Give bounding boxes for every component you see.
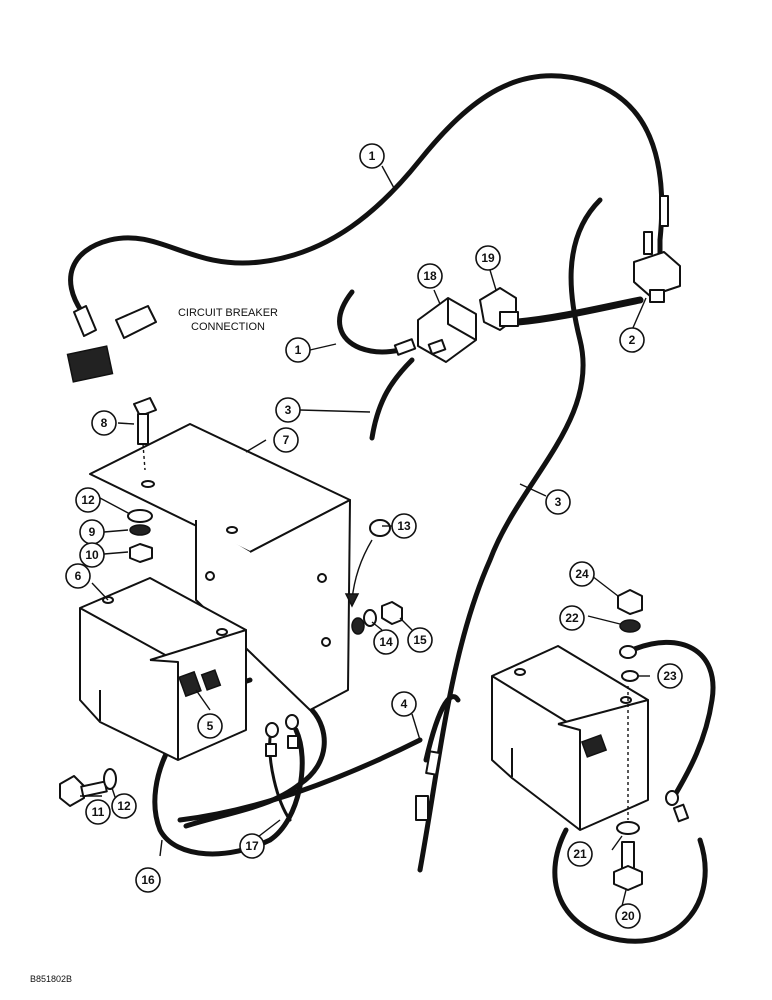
solenoid-right	[491, 645, 649, 831]
callout-22: 22	[559, 605, 585, 631]
callout-15: 15	[407, 627, 433, 653]
svg-text:12: 12	[81, 493, 95, 507]
callout-1-mid: 1	[285, 337, 311, 363]
callout-8: 8	[91, 410, 117, 436]
svg-text:7: 7	[283, 433, 290, 447]
circuit-breaker-connector	[66, 305, 157, 383]
svg-text:18: 18	[423, 269, 437, 283]
bolt-11	[59, 775, 108, 807]
svg-text:1: 1	[295, 343, 302, 357]
callout-4: 4	[391, 691, 417, 717]
washer-14a	[351, 617, 365, 635]
svg-text:9: 9	[89, 525, 96, 539]
pressure-switch-18	[393, 297, 477, 363]
callout-11: 11	[85, 799, 111, 825]
wire-ground-right	[552, 639, 716, 944]
leader-lines	[80, 165, 650, 907]
svg-text:17: 17	[245, 839, 259, 853]
nut-15	[381, 601, 403, 625]
svg-text:13: 13	[397, 519, 411, 533]
svg-text:22: 22	[565, 611, 579, 625]
callout-24: 24	[569, 561, 595, 587]
svg-text:6: 6	[75, 569, 82, 583]
callout-3-left: 3	[275, 397, 301, 423]
connector-3-lower	[415, 795, 429, 821]
svg-text:1: 1	[369, 149, 376, 163]
nut-24	[617, 589, 643, 615]
callout-21: 21	[567, 841, 593, 867]
callout-16: 16	[135, 867, 161, 893]
lock-washer-9	[129, 524, 151, 536]
washer-12-top	[127, 509, 153, 523]
wire-harness-3	[417, 197, 603, 873]
washer-23	[621, 670, 639, 682]
callout-6: 6	[65, 563, 91, 589]
svg-text:8: 8	[101, 416, 108, 430]
callout-12-top: 12	[75, 487, 101, 513]
ring-terminals-17	[265, 714, 299, 757]
svg-text:19: 19	[481, 251, 495, 265]
bolt-8	[133, 397, 157, 471]
svg-text:2: 2	[629, 333, 636, 347]
callout-7: 7	[273, 427, 299, 453]
connector-4-upper	[425, 750, 441, 776]
washer-12-bottom	[103, 768, 117, 790]
reference-code: B851802B	[30, 974, 72, 984]
arrow-to-bracket	[351, 539, 373, 601]
elbow-fitting-19	[479, 287, 519, 331]
svg-text:23: 23	[663, 669, 677, 683]
callout-19: 19	[475, 245, 501, 271]
svg-text:10: 10	[85, 548, 99, 562]
callout-5: 5	[197, 713, 223, 739]
callout-23: 23	[657, 663, 683, 689]
bolt-20	[613, 841, 643, 891]
callout-3-right: 3	[545, 489, 571, 515]
svg-text:12: 12	[117, 799, 131, 813]
svg-text:20: 20	[621, 909, 635, 923]
lock-washer-22	[619, 619, 641, 633]
ring-terminal-right-lower	[665, 790, 690, 823]
svg-text:3: 3	[285, 403, 292, 417]
svg-text:24: 24	[575, 567, 589, 581]
svg-text:4: 4	[401, 697, 408, 711]
pipe-19-to-2	[514, 296, 644, 326]
circuit-breaker-label-line-2: CONNECTION	[191, 321, 265, 333]
svg-text:5: 5	[207, 719, 214, 733]
svg-text:3: 3	[555, 495, 562, 509]
callout-2: 2	[619, 327, 645, 353]
callout-20: 20	[615, 903, 641, 929]
callout-12-bottom: 12	[111, 793, 137, 819]
callout-13: 13	[391, 513, 417, 539]
svg-text:16: 16	[141, 873, 155, 887]
mounting-bracket-7	[89, 423, 351, 711]
svg-text:21: 21	[573, 847, 587, 861]
callout-17: 17	[239, 833, 265, 859]
callout-9: 9	[79, 519, 105, 545]
callout-1-top: 1	[359, 143, 385, 169]
callout-14: 14	[373, 629, 399, 655]
svg-text:15: 15	[413, 633, 427, 647]
nut-10	[129, 543, 153, 563]
wire-short-1	[337, 289, 403, 355]
callout-10: 10	[79, 542, 105, 568]
circuit-breaker-label-line-1: CIRCUIT BREAKER	[178, 307, 278, 319]
ring-terminal-23	[619, 645, 637, 659]
wire-short-3	[369, 357, 415, 441]
svg-text:11: 11	[92, 805, 105, 819]
solenoid-6	[79, 577, 247, 761]
washer-21	[616, 821, 640, 835]
callout-18: 18	[417, 263, 443, 289]
svg-text:14: 14	[379, 635, 393, 649]
washer-13	[369, 519, 391, 537]
pressure-switch-2	[633, 195, 681, 303]
